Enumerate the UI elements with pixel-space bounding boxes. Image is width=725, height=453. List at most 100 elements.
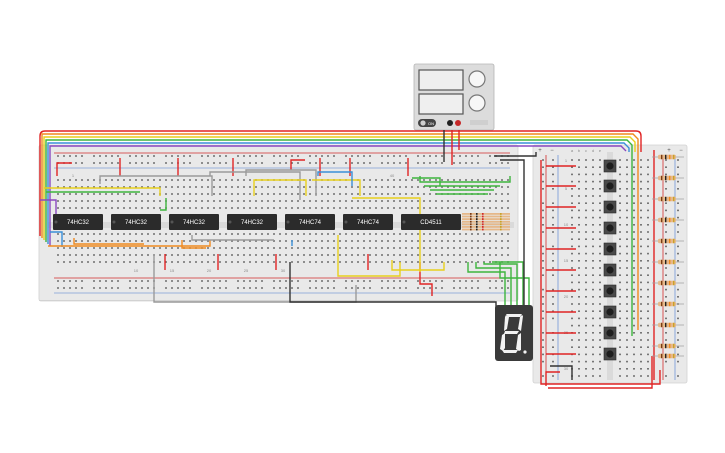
bus-wire-yellow[interactable] <box>43 136 636 240</box>
display-wire[interactable] <box>475 262 512 306</box>
gray-wire[interactable] <box>209 171 301 200</box>
ic-chip-u5[interactable]: 74HC74 <box>285 214 335 230</box>
bus-wire-orange-drop[interactable] <box>48 240 211 247</box>
gray-wire[interactable] <box>153 254 357 303</box>
push-button[interactable] <box>603 159 617 173</box>
black-ground-wire[interactable] <box>500 159 525 310</box>
hole <box>599 339 601 341</box>
yellow-wire[interactable] <box>312 179 361 196</box>
hole <box>93 200 95 202</box>
hole <box>665 224 667 226</box>
yellow-wire[interactable] <box>352 197 421 272</box>
hole <box>141 280 143 282</box>
resistor[interactable] <box>462 218 510 220</box>
bus-wire-green[interactable] <box>45 139 633 242</box>
yellow-wire[interactable] <box>253 179 307 196</box>
blue-wire[interactable] <box>317 171 353 186</box>
pull-resistor[interactable] <box>652 175 684 181</box>
pull-resistor[interactable] <box>652 217 684 223</box>
gray-wire[interactable] <box>99 175 213 196</box>
hole <box>237 254 239 256</box>
black-ground-wire[interactable] <box>550 365 573 380</box>
hole <box>665 202 667 204</box>
resistor[interactable] <box>462 215 510 218</box>
ic-chip-u7[interactable]: CD4511 <box>401 214 461 230</box>
yellow-wire[interactable] <box>337 235 401 277</box>
resistor[interactable] <box>462 220 510 223</box>
hole <box>333 280 335 282</box>
pull-resistor[interactable] <box>652 343 684 349</box>
pull-resistor[interactable] <box>652 154 684 160</box>
gray-wire[interactable] <box>191 235 274 241</box>
resistor-band <box>669 280 671 286</box>
bus-wire-purple[interactable] <box>49 145 627 246</box>
pull-resistor[interactable] <box>652 280 684 286</box>
bus-wire-blue[interactable] <box>47 142 630 244</box>
green-wire[interactable] <box>412 177 441 186</box>
power-supply[interactable]: ON <box>413 63 495 131</box>
hole <box>633 303 635 305</box>
hole <box>423 207 425 209</box>
bus-wire-yellow-drop[interactable] <box>44 187 161 196</box>
seven-segment-display[interactable]: 8 <box>495 305 533 361</box>
push-button[interactable] <box>603 347 617 361</box>
power-jumper[interactable] <box>290 159 305 170</box>
terminal-negative[interactable] <box>447 120 453 126</box>
push-button[interactable] <box>603 179 617 193</box>
ic-chip-u6[interactable]: 74HC74 <box>343 214 393 230</box>
pull-resistor[interactable] <box>652 322 684 328</box>
ic-chip-u2[interactable]: 74HC32 <box>111 214 161 230</box>
ic-chip-u4[interactable]: 74HC32 <box>227 214 277 230</box>
yellow-wire[interactable] <box>391 260 445 271</box>
power-jumper[interactable] <box>419 262 433 296</box>
hole <box>93 179 95 181</box>
orange-wire[interactable] <box>181 240 206 249</box>
display-wire[interactable] <box>499 262 530 306</box>
hole <box>578 238 580 240</box>
bus-wire-red[interactable] <box>39 130 642 236</box>
green-wire[interactable] <box>419 176 511 183</box>
side-power-wire[interactable] <box>540 160 661 385</box>
gray-wire[interactable] <box>245 169 317 196</box>
hole <box>231 186 233 188</box>
hole <box>489 287 491 289</box>
orange-wire[interactable] <box>73 238 144 245</box>
side-power-wire[interactable] <box>545 371 560 386</box>
resistor[interactable] <box>462 223 510 226</box>
bus-wire-blue-drop[interactable] <box>50 231 63 247</box>
resistor[interactable] <box>462 213 510 215</box>
push-button[interactable] <box>603 284 617 298</box>
bus-wire-orange[interactable] <box>41 133 639 238</box>
pull-resistor[interactable] <box>652 238 684 244</box>
pull-resistor[interactable] <box>652 196 684 202</box>
push-button[interactable] <box>603 305 617 319</box>
resistor[interactable] <box>462 228 510 231</box>
ic-chip-u3[interactable]: 74HC32 <box>169 214 219 230</box>
power-jumper[interactable] <box>56 162 72 176</box>
hole <box>57 207 59 209</box>
side-power-wire[interactable] <box>548 356 653 389</box>
hole <box>665 332 667 334</box>
push-button[interactable] <box>603 326 617 340</box>
ic-chip-u1[interactable]: 74HC32 <box>53 214 103 230</box>
push-button[interactable] <box>603 263 617 277</box>
push-button[interactable] <box>603 221 617 235</box>
voltage-knob[interactable] <box>468 70 486 88</box>
display-wire[interactable] <box>492 261 524 306</box>
hole <box>219 254 221 256</box>
pull-resistor[interactable] <box>652 353 684 359</box>
hole <box>129 193 131 195</box>
push-button[interactable] <box>603 200 617 214</box>
pull-resistor[interactable] <box>652 259 684 265</box>
green-wire[interactable] <box>160 198 167 211</box>
resistor-band <box>482 215 484 218</box>
display-wire[interactable] <box>467 262 506 306</box>
current-knob[interactable] <box>468 94 486 112</box>
resistor[interactable] <box>462 226 510 228</box>
terminal-positive[interactable] <box>455 120 461 126</box>
hole <box>249 254 251 256</box>
hole <box>243 200 245 202</box>
black-ground-wire[interactable] <box>494 152 537 157</box>
push-button[interactable] <box>603 242 617 256</box>
pull-resistor[interactable] <box>652 301 684 307</box>
